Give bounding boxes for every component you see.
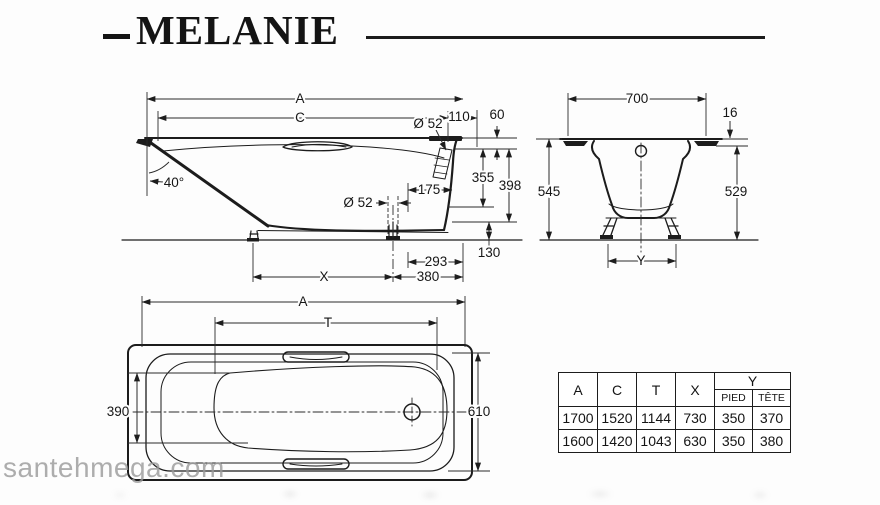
dim-label-angle: 40° (164, 175, 184, 190)
bottom-blur-band (0, 488, 880, 500)
dim-label-Y: Y (636, 253, 645, 268)
subcol-header-tete: TÊTE (752, 389, 791, 407)
dim-label-175: 175 (418, 182, 441, 197)
cell-C-1: 1520 (597, 406, 637, 430)
dim-label-60: 60 (489, 107, 504, 122)
col-header-X: X (675, 372, 715, 407)
col-header-C: C (597, 372, 637, 407)
dim-label-X: X (319, 269, 328, 284)
handle-symbol-top-1 (282, 351, 350, 363)
foot-left-end (600, 217, 618, 239)
dim-label-545: 545 (538, 184, 561, 199)
dimension-table: A C T X Y PIED TÊTE 1700 1520 1144 730 3… (558, 372, 791, 453)
table-row: 1600 1420 1043 630 350 380 (558, 429, 791, 453)
cell-Ypied-1: 350 (714, 406, 753, 430)
dim-label-390: 390 (107, 404, 130, 419)
col-header-A: A (558, 372, 598, 407)
cell-A-2: 1600 (558, 429, 598, 453)
dim-label-529: 529 (725, 184, 748, 199)
watermark: santehmega.com (3, 452, 225, 483)
end-view-body (539, 138, 759, 253)
cell-X-2: 630 (675, 429, 715, 453)
dim-label-355: 355 (472, 170, 495, 185)
drain-symbol (403, 397, 421, 427)
dim-label-dia52-top: Ø 52 (413, 116, 442, 131)
col-header-T: T (636, 372, 676, 407)
foot-right-end (664, 217, 681, 239)
dim-label-A-side: A (295, 91, 304, 106)
cell-X-1: 730 (675, 406, 715, 430)
dim-label-C-side: C (295, 110, 305, 125)
table-header-row: A C T X Y (558, 372, 791, 407)
dim-label-380: 380 (417, 269, 440, 284)
side-view-dimensions: A C 110 60 Ø 52 355 398 175 Ø 52 130 293… (146, 89, 523, 286)
dim-label-700: 700 (626, 91, 649, 106)
cell-Ypied-2: 350 (714, 429, 753, 453)
dim-label-T: T (324, 315, 332, 330)
dim-label-A-top: A (298, 294, 307, 309)
dim-label-16: 16 (722, 105, 737, 120)
title-rule (366, 36, 765, 39)
dim-label-610: 610 (468, 404, 491, 419)
end-view-dimensions: 700 16 529 545 Y (536, 89, 750, 270)
table-subheader-row: PIED TÊTE (559, 389, 791, 407)
cell-Ytete-2: 380 (752, 429, 791, 453)
cell-Ytete-1: 370 (752, 406, 791, 430)
rim-lip-left (136, 139, 153, 147)
title-dash (103, 34, 130, 39)
dim-label-dia52-bottom: Ø 52 (343, 195, 372, 210)
page-title: MELANIE (136, 7, 339, 53)
end-view: 700 16 529 545 Y (536, 89, 759, 270)
side-view: A C 110 60 Ø 52 355 398 175 Ø 52 130 293… (121, 89, 523, 286)
cell-T-1: 1144 (636, 406, 676, 430)
subcol-header-pied: PIED (714, 389, 753, 407)
dim-label-110: 110 (448, 109, 470, 124)
handle-symbol-side (282, 141, 353, 152)
top-view-dimensions: A T 390 610 (105, 292, 492, 472)
tub-floor-outline (213, 365, 448, 453)
cell-T-2: 1043 (636, 429, 676, 453)
dim-label-130: 130 (478, 245, 501, 260)
cell-C-2: 1420 (597, 429, 637, 453)
side-view-body (121, 136, 523, 242)
dim-label-398: 398 (499, 178, 522, 193)
dim-label-293: 293 (425, 254, 448, 269)
handle-symbol-top-2 (282, 458, 350, 470)
cell-A-1: 1700 (558, 406, 598, 430)
overflow-symbol (432, 147, 453, 180)
top-view-body (127, 344, 473, 481)
top-view: A T 390 610 (105, 292, 492, 481)
table-row: 1700 1520 1144 730 350 370 (558, 406, 791, 430)
col-header-Y: Y (714, 372, 791, 390)
rim-lip-right (429, 136, 462, 141)
